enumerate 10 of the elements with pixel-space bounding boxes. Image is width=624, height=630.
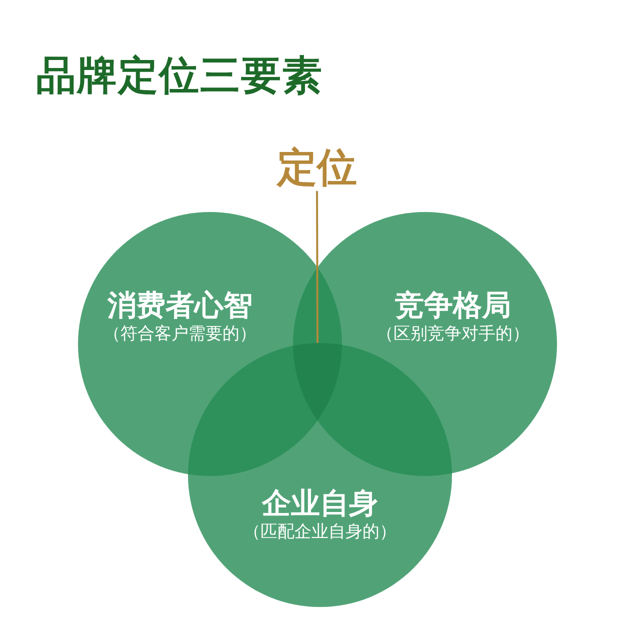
circle-title: 消费者心智 <box>108 288 252 323</box>
circle-subtitle: （区别竞争对手的） <box>376 322 530 345</box>
center-label: 定位 <box>277 145 357 191</box>
title: 品牌定位三要素 <box>36 53 323 99</box>
leader-line <box>316 191 318 343</box>
overlap-area <box>293 343 342 421</box>
circle-subtitle: （匹配企业自身的） <box>244 520 396 543</box>
circle-title: 竞争格局 <box>395 288 511 323</box>
circle-subtitle: （符合客户需要的） <box>104 322 256 345</box>
circle-title: 企业自身 <box>262 486 378 521</box>
